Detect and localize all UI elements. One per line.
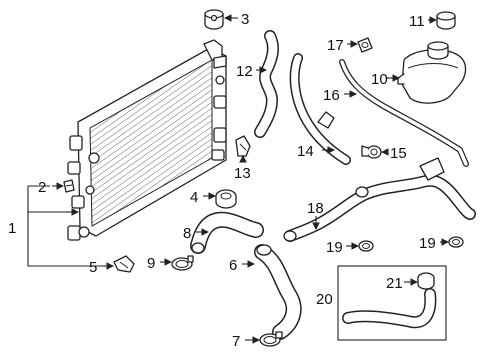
callout-11: 11 (409, 13, 425, 30)
callout-21: 21 (386, 275, 403, 292)
callout-16: 16 (323, 87, 340, 104)
callout-5: 5 (89, 259, 97, 276)
callout-15: 15 (390, 145, 407, 162)
part-11-cap (436, 11, 456, 30)
detail-box (337, 265, 447, 341)
callout-14: 14 (297, 143, 314, 160)
callout-18: 18 (307, 200, 324, 217)
callout-labels: 1 2 3 4 5 6 7 8 9 10 11 12 13 14 15 16 1… (8, 11, 436, 350)
callout-12: 12 (236, 63, 253, 80)
part-12-hose (254, 30, 279, 138)
callout-13: 13 (234, 165, 251, 182)
callout-3: 3 (241, 11, 249, 28)
part-17-fitting (357, 37, 373, 53)
part-8-hose (190, 211, 264, 254)
callout-10: 10 (371, 71, 388, 88)
callout-1: 1 (8, 220, 16, 237)
part-10-reservoir (397, 41, 467, 104)
part-16-pipe (339, 59, 469, 167)
part-19-clamp-a (358, 240, 374, 252)
callout-9: 9 (147, 255, 155, 272)
radiator (67, 39, 227, 241)
callout-17: 17 (327, 37, 344, 54)
callout-6: 6 (229, 257, 237, 274)
part-6-hose (254, 244, 302, 340)
part-15-connector (361, 145, 382, 159)
part-2-bracket (63, 179, 75, 193)
callout-20: 20 (316, 291, 333, 308)
part-7-clamp (259, 331, 283, 347)
callout-19-left: 19 (326, 239, 343, 256)
part-19-clamp-b (448, 236, 464, 248)
part-9-clamp (171, 255, 194, 271)
callout-19-right: 19 (419, 235, 436, 252)
part-5-clip (113, 255, 135, 273)
callout-7: 7 (232, 333, 240, 350)
part-3-cap (204, 9, 224, 30)
callout-2: 2 (38, 179, 46, 196)
callout-8: 8 (183, 225, 191, 242)
part-13-sensor (235, 135, 251, 157)
leader-lines (27, 14, 450, 344)
part-4-seal (215, 189, 237, 209)
callout-4: 4 (190, 189, 198, 206)
